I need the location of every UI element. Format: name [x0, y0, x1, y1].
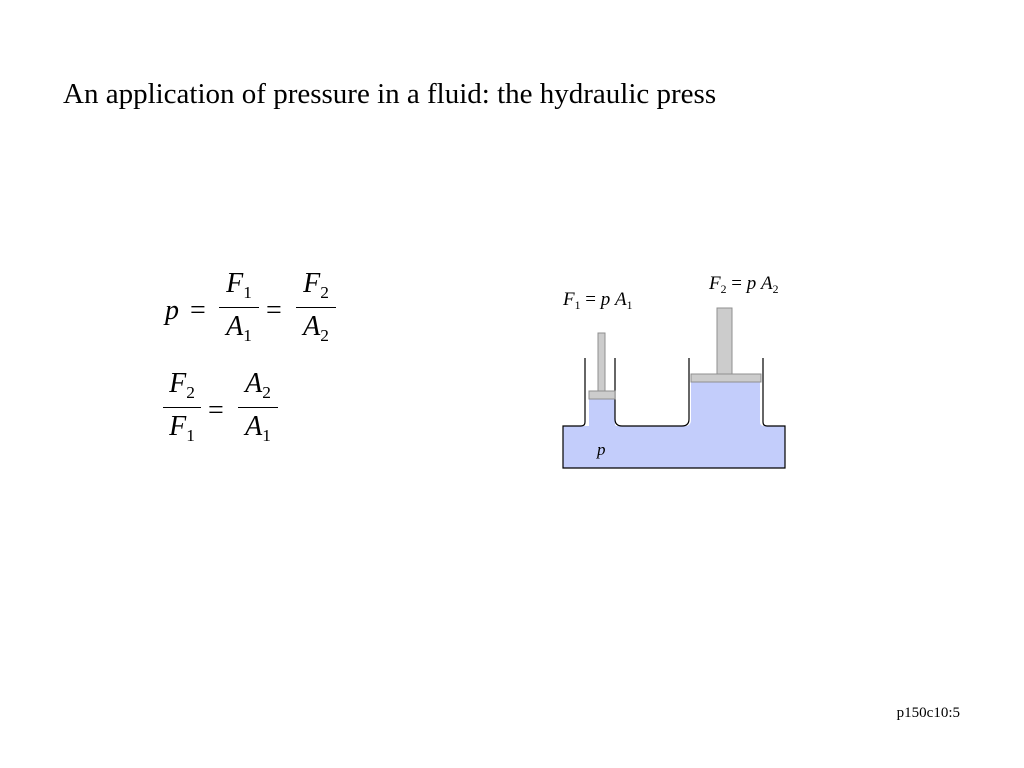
- fluid-main-chamber: [563, 426, 785, 468]
- fraction-f2-over-a2: F2 A2: [296, 270, 336, 345]
- fraction-bar: [219, 307, 259, 309]
- small-piston-head: [588, 390, 616, 400]
- area-symbol: A: [245, 411, 263, 443]
- equals-sign: =: [190, 295, 206, 326]
- subscript: 2: [262, 383, 271, 403]
- large-piston-rod: [716, 307, 733, 375]
- subscript: 2: [186, 383, 195, 403]
- fraction-f2-over-f1: F2 F1: [163, 370, 201, 445]
- equals-sign: =: [266, 295, 282, 326]
- subscript: 2: [320, 283, 329, 303]
- fraction-bar: [163, 407, 201, 409]
- fraction-f1-over-a1: F1 A1: [219, 270, 259, 345]
- force-symbol: F: [169, 368, 187, 399]
- force-symbol: F: [303, 268, 321, 299]
- fluid-large-column: [691, 382, 760, 426]
- fluid-small-column: [589, 399, 615, 426]
- large-piston-force-label: F2 = p A2: [709, 273, 779, 297]
- fraction-bar: [296, 307, 336, 309]
- pressure-symbol: p: [165, 295, 179, 326]
- subscript: 1: [262, 426, 271, 446]
- subscript: 1: [186, 426, 195, 446]
- area-symbol: A: [245, 368, 263, 399]
- area-symbol: A: [226, 311, 244, 343]
- small-piston-rod: [597, 332, 606, 392]
- subscript: 2: [320, 326, 329, 346]
- area-symbol: A: [303, 311, 321, 343]
- force-symbol: F: [226, 268, 244, 299]
- fraction-a2-over-a1: A2 A1: [238, 370, 278, 445]
- fluid-pressure-label: p: [597, 440, 606, 459]
- force-symbol: F: [169, 411, 187, 443]
- slide-footer: p150c10:5: [896, 705, 960, 721]
- fraction-bar: [238, 407, 278, 409]
- large-piston-head: [690, 373, 762, 383]
- slide-title: An application of pressure in a fluid: t…: [63, 78, 717, 110]
- small-piston-force-label: F1 = p A1: [563, 289, 633, 313]
- equals-sign: =: [208, 395, 224, 426]
- subscript: 1: [243, 283, 252, 303]
- subscript: 1: [243, 326, 252, 346]
- vessel-outline: [562, 358, 786, 469]
- hydraulic-press-diagram: [562, 307, 786, 469]
